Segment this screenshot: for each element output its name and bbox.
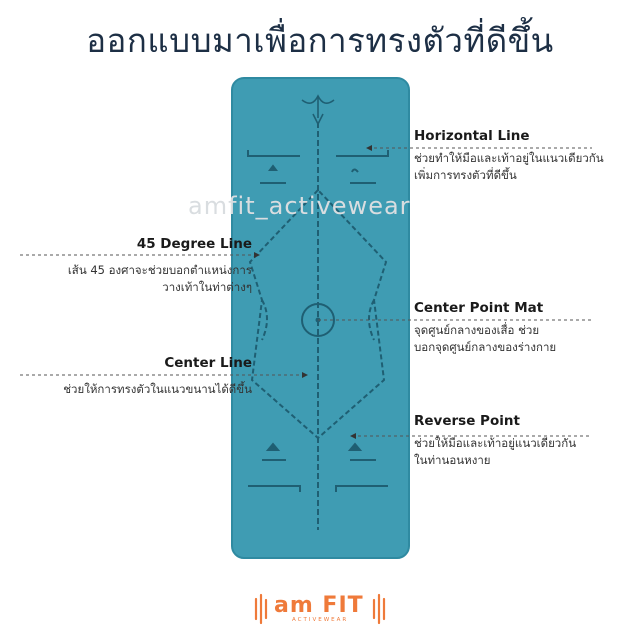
callout-reverse-point: Reverse Point ช่วยให้มือและเท้าอยู่แนวเด… (414, 413, 576, 469)
callout-desc: วางเท้าในท่าต่างๆ (162, 280, 252, 294)
callout-desc: ในท่านอนหงาย (414, 453, 491, 467)
callout-title: Center Line (164, 355, 252, 371)
callout-desc: จุดศูนย์กลางของเสื่อ ช่วย (414, 323, 540, 337)
callout-title: Reverse Point (414, 413, 520, 429)
callout-title: 45 Degree Line (136, 236, 252, 252)
watermark-text: amfit_activewear (188, 192, 411, 220)
callout-title: Center Point Mat (414, 300, 544, 316)
callout-45-degree-line: 45 Degree Line เส้น 45 องศาจะช่วยบอกตำแห… (20, 236, 252, 296)
callout-desc: เส้น 45 องศาจะช่วยบอกตำแหน่งการ (67, 263, 252, 277)
brand-logo: am FIT ACTIVEWEAR (252, 591, 388, 627)
callout-desc: ช่วยให้การทรงตัวในแนวขนานได้ดีขึ้น (63, 382, 252, 396)
callout-horizontal-line: Horizontal Line ช่วยทำให้มือและเท้าอยู่ใ… (414, 128, 604, 184)
callout-desc: บอกจุดศูนย์กลางของร่างกาย (414, 340, 557, 354)
callout-center-line: Center Line ช่วยให้การทรงตัวในแนวขนานได้… (20, 355, 252, 398)
dumbbell-logo-icon (254, 593, 386, 625)
brand-logo-subtext: ACTIVEWEAR (292, 617, 349, 623)
brand-logo-text: am FIT (274, 593, 364, 618)
callout-desc: เพิ่มการทรงตัวที่ดีขึ้น (414, 168, 517, 182)
callout-desc: ช่วยทำให้มือและเท้าอยู่ในแนวเดียวกัน (414, 151, 604, 165)
callout-desc: ช่วยให้มือและเท้าอยู่แนวเดียวกัน (414, 436, 577, 450)
callout-center-point-mat: Center Point Mat จุดศูนย์กลางของเสื่อ ช่… (414, 300, 556, 356)
page-headline: ออกแบบมาเพื่อการทรงตัวที่ดีขึ้น (86, 21, 554, 60)
callout-title: Horizontal Line (414, 128, 530, 144)
